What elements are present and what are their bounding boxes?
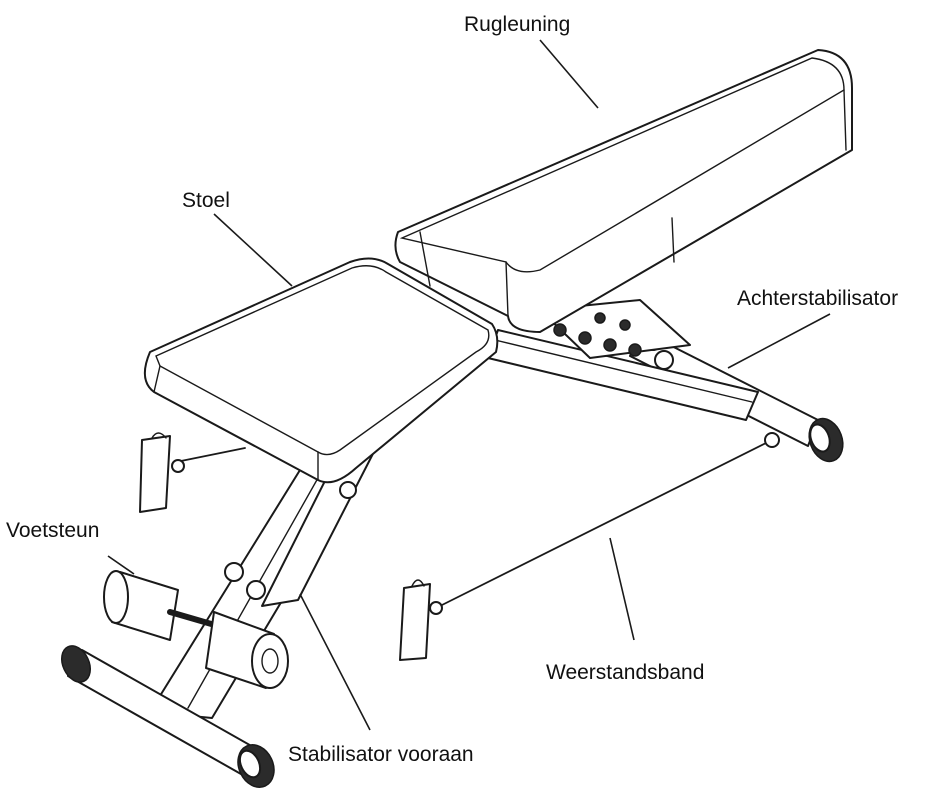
label-rear-stabilizer: Achterstabilisator	[737, 287, 899, 310]
leader-backrest	[539, 39, 599, 109]
label-resistance-band: Weerstandsband	[546, 661, 705, 684]
leader-resistance-band	[609, 537, 635, 641]
label-front-stabilizer: Stabilisator vooraan	[288, 743, 474, 766]
resistance-band-part	[139, 432, 780, 661]
leader-rear-stabilizer	[727, 313, 831, 369]
adjustment-ladder	[539, 299, 691, 370]
footrest-part	[103, 562, 289, 689]
leader-lines	[107, 39, 831, 731]
seat-pad	[143, 257, 499, 499]
backrest-pad	[394, 49, 853, 333]
leader-footrest	[107, 555, 135, 575]
label-backrest: Rugleuning	[464, 13, 571, 36]
front-stabilizer-part	[60, 645, 275, 788]
label-footrest: Voetsteun	[6, 519, 100, 542]
leader-front-stabilizer	[299, 593, 371, 731]
leader-seat	[213, 213, 293, 287]
label-seat: Stoel	[182, 189, 230, 212]
